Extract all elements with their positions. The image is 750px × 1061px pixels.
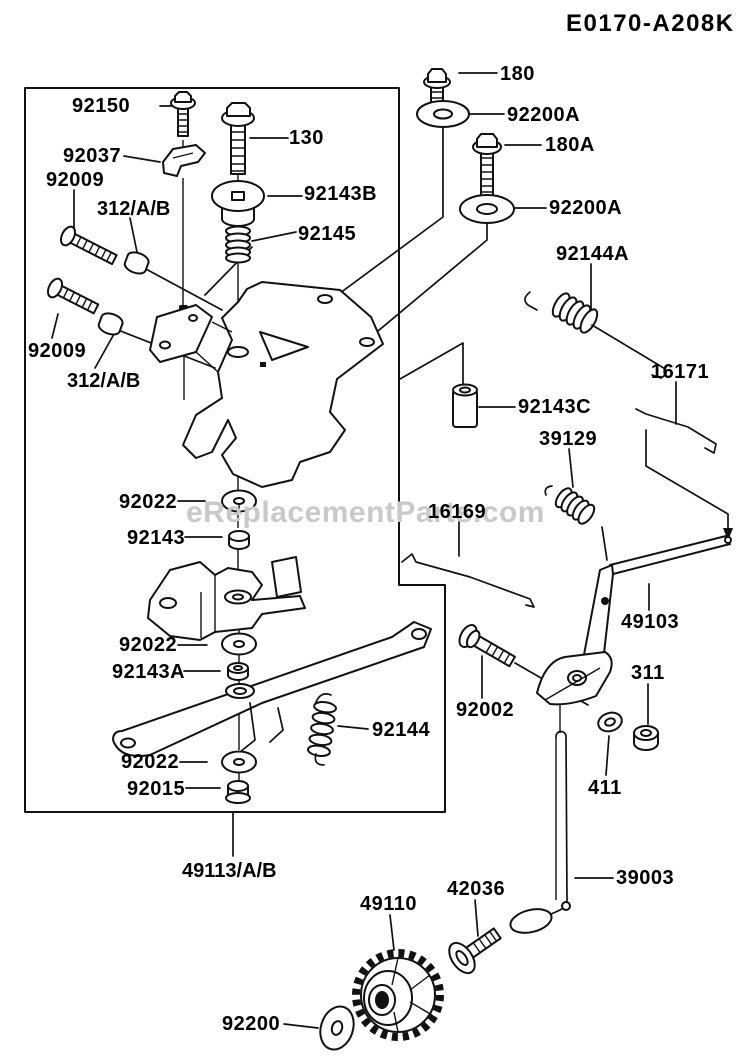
washer-92200 — [319, 1005, 355, 1051]
bolt-180A — [472, 133, 502, 197]
washer-92022-3 — [221, 750, 257, 774]
part-label-49113ab: 49113/A/B — [182, 860, 277, 882]
washer-411 — [597, 711, 623, 733]
part-label-92143A: 92143A — [112, 661, 186, 683]
washer-92200A-2 — [459, 194, 515, 224]
part-label-92009-1: 92009 — [46, 169, 105, 191]
arrowhead — [723, 528, 733, 541]
washer-92022-1 — [221, 489, 257, 513]
gear-49110 — [352, 949, 444, 1041]
part-label-411: 411 — [588, 777, 622, 799]
part-label-92200A-2: 92200A — [549, 197, 623, 219]
part-label-92200A-1: 92200A — [507, 104, 581, 126]
nut-92143A — [227, 662, 249, 681]
washer-92022-2 — [221, 632, 257, 656]
bolt-92009-lower — [46, 277, 100, 315]
bolt-92002 — [458, 624, 516, 668]
part-label-92022-3: 92022 — [121, 751, 180, 773]
spring-39129 — [544, 485, 596, 525]
nut-92015 — [225, 780, 251, 804]
diagram-code: E0170-A208K — [566, 10, 735, 37]
part-label-92143: 92143 — [127, 527, 186, 549]
part-label-312ab-2: 312/A/B — [67, 370, 141, 392]
part-label-92145: 92145 — [298, 223, 357, 245]
collar-92143C — [452, 383, 478, 428]
spring-92144A — [524, 291, 668, 379]
spring-92144 — [307, 693, 337, 766]
part-label-92022-2: 92022 — [119, 634, 178, 656]
lever-49103 — [536, 535, 732, 706]
part-label-92143B: 92143B — [304, 183, 378, 205]
washer-92200A-1 — [416, 100, 470, 128]
part-label-49103: 49103 — [621, 611, 680, 633]
control-plate — [149, 281, 384, 488]
spring-92145 — [225, 225, 251, 264]
part-label-39003: 39003 — [616, 867, 675, 889]
grommet-92143B — [211, 180, 265, 227]
part-label-16171: 16171 — [651, 361, 710, 383]
part-label-92144: 92144 — [372, 719, 431, 741]
bolt-180 — [423, 68, 451, 105]
part-label-92143C: 92143C — [518, 396, 592, 418]
bolt-92009-upper — [59, 225, 118, 266]
nut-92143 — [228, 530, 250, 550]
part-label-130: 130 — [289, 127, 324, 149]
nut-311 — [633, 725, 659, 751]
screw-42036 — [448, 927, 502, 975]
part-label-42036: 42036 — [447, 878, 506, 900]
part-label-180A: 180A — [545, 134, 595, 156]
part-label-92022-1: 92022 — [119, 491, 178, 513]
nut-312-lower — [97, 312, 124, 336]
part-label-92144A: 92144A — [556, 243, 630, 265]
middle-bracket — [147, 556, 306, 641]
part-label-92037: 92037 — [63, 145, 122, 167]
rod-39003 — [509, 730, 571, 934]
clamp-92037 — [162, 144, 206, 177]
part-label-312ab-1: 312/A/B — [97, 198, 171, 220]
governor-lever — [112, 621, 432, 761]
part-label-49110: 49110 — [360, 893, 418, 915]
part-label-92150: 92150 — [72, 95, 131, 117]
rod-16171 — [635, 408, 717, 454]
part-label-39129: 39129 — [539, 428, 598, 450]
part-label-311: 311 — [631, 662, 665, 684]
part-label-180: 180 — [500, 63, 535, 85]
part-label-16169: 16169 — [428, 501, 487, 523]
part-label-92015: 92015 — [127, 778, 186, 800]
part-label-92002: 92002 — [456, 699, 515, 721]
part-label-92200: 92200 — [222, 1013, 281, 1035]
bolt-92150 — [170, 91, 196, 137]
nut-312-upper — [123, 251, 150, 275]
rod-16169 — [401, 553, 535, 608]
diagram-box — [24, 87, 446, 813]
bolt-130 — [221, 102, 255, 175]
part-label-92009-2: 92009 — [28, 340, 87, 362]
watermark: eReplacementParts.com — [186, 496, 545, 529]
